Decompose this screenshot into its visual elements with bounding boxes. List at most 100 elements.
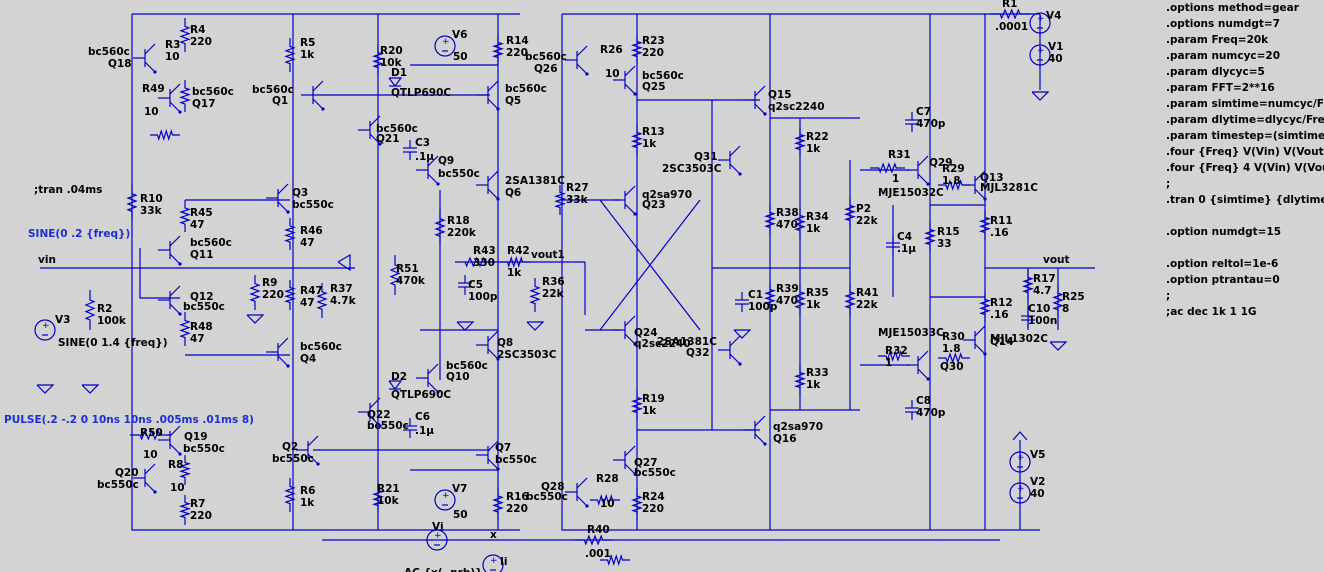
resistor-r50[interactable] [130, 429, 170, 441]
capacitor-c4[interactable] [886, 235, 900, 255]
resistor-r27[interactable] [553, 185, 567, 215]
resistor-r45[interactable] [179, 200, 191, 232]
transistor-q18[interactable] [133, 43, 157, 74]
resistor-r23[interactable] [630, 34, 644, 64]
transistor-q22[interactable] [358, 397, 382, 428]
resistor-r47[interactable] [283, 280, 297, 310]
resistor-r4[interactable] [179, 18, 191, 52]
transistor-q29[interactable] [906, 155, 930, 186]
resistor-r24[interactable] [631, 488, 643, 520]
resistor-r42[interactable] [500, 255, 530, 269]
resistor-r14[interactable] [491, 35, 505, 65]
voltage-source-v5[interactable]: + [1009, 451, 1031, 473]
resistor-r10[interactable] [126, 185, 138, 220]
transistor-q15[interactable] [743, 85, 767, 116]
resistor-r12[interactable] [978, 292, 992, 322]
resistor-r25[interactable] [1052, 285, 1064, 318]
resistor-r29[interactable] [938, 179, 970, 191]
resistor-r35[interactable] [794, 284, 806, 316]
voltage-source-v6[interactable]: + [434, 35, 456, 57]
led-d2[interactable] [388, 380, 403, 390]
resistor-r3[interactable] [150, 128, 180, 142]
transistor-q20[interactable] [133, 463, 157, 494]
resistor-r18[interactable] [434, 210, 446, 245]
transistor-q31[interactable] [718, 145, 742, 176]
resistor-r7[interactable] [178, 495, 192, 525]
resistor-r26[interactable] [600, 553, 630, 567]
transistor-q4[interactable] [266, 337, 290, 368]
resistor-r39[interactable] [763, 282, 777, 312]
resistor-r16[interactable] [492, 488, 504, 520]
resistor-r38[interactable] [763, 205, 777, 235]
resistor-r9[interactable] [249, 275, 261, 310]
resistor-r31[interactable] [870, 162, 905, 174]
resistor-r36[interactable] [529, 278, 541, 312]
resistor-r41[interactable] [844, 284, 856, 316]
transistor-q2[interactable] [296, 435, 320, 466]
voltage-source-v7[interactable]: + [434, 489, 456, 511]
resistor-r49[interactable] [179, 80, 191, 112]
capacitor-c1[interactable] [735, 292, 749, 312]
resistor-r5[interactable] [284, 38, 296, 72]
transistor-q25[interactable] [613, 65, 637, 96]
resistor-r20[interactable] [371, 45, 385, 75]
resistor-r48[interactable] [179, 312, 191, 346]
resistor-r32[interactable] [878, 350, 910, 362]
capacitor-c5[interactable] [458, 275, 472, 295]
resistor-r8[interactable] [178, 455, 192, 485]
transistor-q7[interactable] [476, 440, 500, 471]
resistor-r51[interactable] [389, 255, 401, 295]
resistor-r19[interactable] [630, 390, 644, 420]
transistor-q24[interactable] [613, 315, 637, 346]
resistor-r34[interactable] [793, 208, 807, 238]
transistor-q1[interactable] [301, 80, 325, 111]
resistor-r43[interactable] [455, 256, 495, 268]
resistor-r28[interactable] [590, 493, 620, 507]
voltage-source-v2[interactable]: + [1009, 482, 1031, 504]
capacitor-c10[interactable] [1021, 308, 1035, 328]
transistor-q30[interactable] [906, 350, 930, 381]
resistor-r13[interactable] [630, 125, 644, 155]
resistor-p2[interactable] [843, 198, 857, 228]
voltage-source-vi[interactable]: + [426, 529, 448, 551]
transistor-q19[interactable] [158, 425, 182, 456]
resistor-r40[interactable] [575, 534, 612, 546]
transistor-q5[interactable] [476, 80, 500, 111]
resistor-r30[interactable] [938, 352, 970, 364]
transistor-q27[interactable] [613, 445, 637, 476]
voltage-source-v1[interactable]: + [1029, 44, 1051, 66]
transistor-q32[interactable] [718, 335, 742, 366]
voltage-source-ii[interactable]: + [482, 554, 504, 572]
resistor-r15[interactable] [923, 222, 937, 252]
resistor-r21[interactable] [371, 483, 385, 513]
transistor-q16[interactable] [743, 415, 767, 446]
transistor-q12[interactable] [158, 285, 182, 316]
transistor-q10[interactable] [416, 363, 440, 394]
transistor-q14[interactable] [963, 325, 987, 356]
transistor-q6[interactable] [476, 170, 500, 201]
transistor-q28[interactable] [565, 477, 589, 508]
voltage-source-v4[interactable]: + [1029, 12, 1051, 34]
capacitor-c7[interactable] [905, 112, 919, 132]
voltage-source-v3[interactable]: + [34, 319, 56, 341]
transistor-q9[interactable] [416, 155, 440, 186]
capacitor-c6[interactable] [403, 418, 417, 438]
capacitor-c8[interactable] [905, 400, 919, 420]
resistor-r6[interactable] [284, 478, 296, 512]
resistor-r17[interactable] [1021, 270, 1035, 300]
resistor-r46[interactable] [284, 218, 296, 250]
transistor-q23[interactable] [613, 185, 637, 216]
transistor-q11[interactable] [158, 235, 182, 266]
transistor-q17[interactable] [158, 83, 182, 114]
resistor-r1[interactable] [990, 8, 1030, 20]
resistor-r37[interactable] [316, 283, 328, 318]
resistor-r11[interactable] [978, 210, 992, 240]
transistor-q26[interactable] [565, 45, 589, 76]
resistor-r2[interactable] [84, 290, 96, 330]
resistor-r22[interactable] [793, 127, 807, 157]
transistor-q3[interactable] [266, 183, 290, 214]
led-d1[interactable] [388, 77, 403, 87]
transistor-q8[interactable] [476, 330, 500, 361]
resistor-r33[interactable] [793, 365, 807, 395]
